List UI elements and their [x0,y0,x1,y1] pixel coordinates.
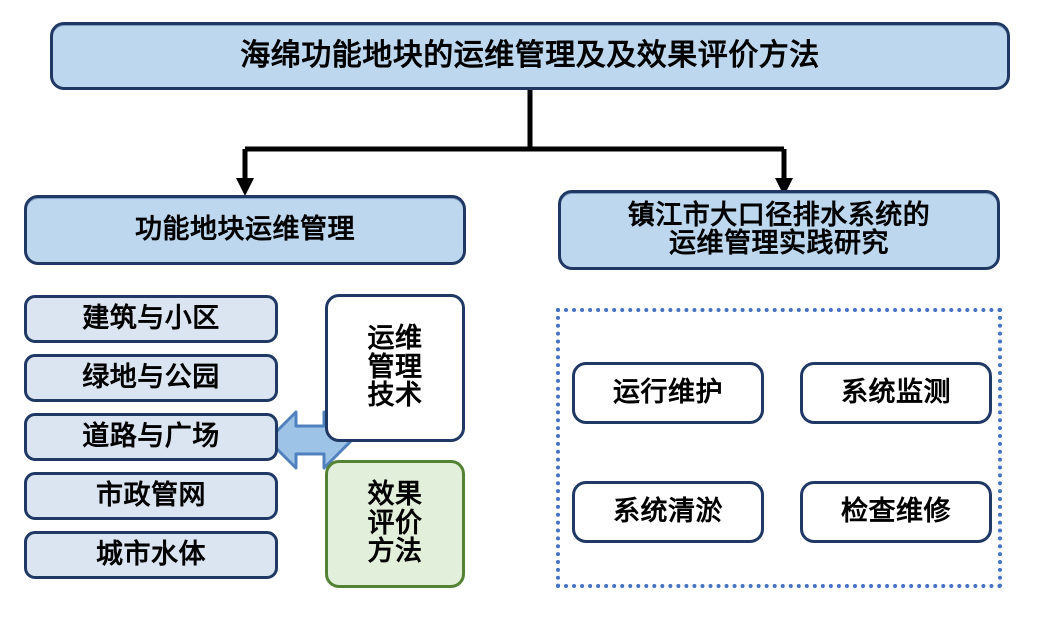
right-item-label: 运行维护 [613,377,723,409]
ops-tech-line1: 运维 [367,323,423,355]
left-item-road-square: 道路与广场 [24,413,278,461]
title-label: 海绵功能地块的运维管理及及效果评价方法 [240,37,820,73]
right-item-inspection-repair: 检查维修 [800,481,992,543]
ops-maintenance-tech-box: 运维 管理 技术 [325,294,465,442]
left-item-label: 建筑与小区 [82,303,220,335]
branch-right-box: 镇江市大口径排水系统的 运维管理实践研究 [558,190,1000,270]
eval-line1: 效果 [367,479,423,511]
left-item-label: 道路与广场 [82,421,220,453]
branch-right-label-line2: 运维管理实践研究 [669,228,889,259]
left-item-label: 绿地与公园 [82,362,220,394]
right-item-system-monitoring: 系统监测 [800,362,992,424]
right-item-operation-maintenance: 运行维护 [572,362,764,424]
right-item-label: 系统监测 [841,377,951,409]
branch-left-box: 功能地块运维管理 [24,195,466,265]
left-item-label: 城市水体 [96,539,206,571]
eval-line3: 方法 [367,536,423,568]
ops-tech-line3: 技术 [367,380,423,412]
right-item-system-dredging: 系统清淤 [572,481,764,543]
branch-left-label: 功能地块运维管理 [135,214,355,246]
right-item-label: 系统清淤 [613,496,723,528]
left-item-green-park: 绿地与公园 [24,354,278,402]
left-item-label: 市政管网 [96,480,206,512]
arrowhead-left [236,178,254,196]
left-item-urban-water-body: 城市水体 [24,531,278,579]
right-item-label: 检查维修 [841,496,951,528]
right-dotted-panel [556,308,1002,588]
branch-right-label-line1: 镇江市大口径排水系统的 [627,200,931,232]
ops-tech-line2: 管理 [367,351,423,383]
title-box: 海绵功能地块的运维管理及及效果评价方法 [50,22,1010,90]
left-item-municipal-pipe-network: 市政管网 [24,472,278,520]
left-item-building-community: 建筑与小区 [24,295,278,343]
effect-evaluation-method-box: 效果 评价 方法 [325,460,465,588]
eval-line2: 评价 [367,507,423,539]
